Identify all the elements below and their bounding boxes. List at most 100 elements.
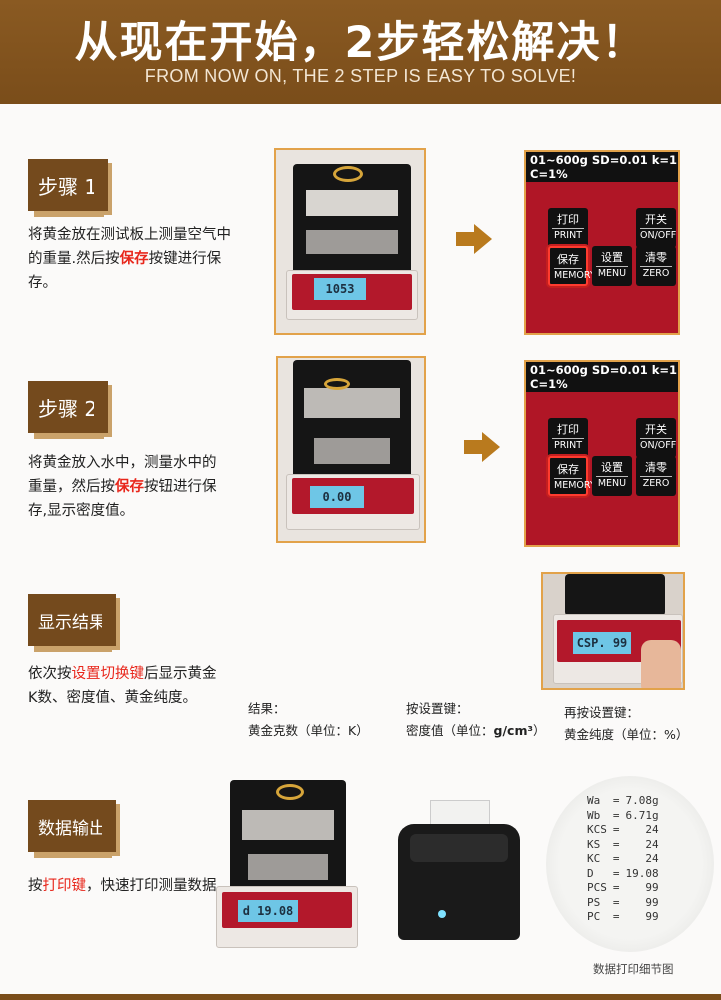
receipt-row: KS = 24 [584, 838, 662, 853]
receipt-equals: = [612, 881, 620, 894]
caption2-line2b: g/cm³ [493, 723, 533, 738]
receipt-equals: = [612, 910, 620, 923]
receipt-key: KCS [587, 823, 607, 836]
receipt-value: 19.08 [625, 866, 659, 880]
receipt-row: PC = 99 [584, 910, 662, 925]
result-lcd: CSP. 99 [573, 632, 631, 654]
receipt-row: Wb = 6.71g [584, 809, 662, 824]
step1-lcd: 1053 [314, 278, 366, 300]
step1-desc-text-a: 将黄金放在测试板上测量空气中的重量.然后按 [28, 227, 231, 267]
step2-balance-photo: 0.00 [276, 356, 426, 543]
page-title: 从现在开始，2步轻松解决！ [74, 18, 647, 68]
result-desc-highlight: 设置切换键 [71, 666, 145, 682]
printer-led-icon [438, 910, 446, 918]
output-desc-text-b: ，快速打印测量数据 [86, 878, 217, 894]
output-desc-highlight: 打印键 [42, 878, 87, 894]
result-badge-label: 显示结果 [38, 612, 106, 633]
header-banner: 从现在开始，2步轻松解决！ FROM NOW ON, THE 2 STEP IS… [0, 0, 721, 104]
step1-desc-highlight: 保存 [119, 251, 149, 267]
step2-description: 将黄金放入水中，测量水中的重量，然后按保存按钮进行保存,显示密度值。 [28, 451, 228, 523]
receipt-row: KC = 24 [584, 852, 662, 867]
output-balance-photo: d 19.08 [214, 778, 360, 954]
caption3-line1: 再按设置键： [564, 705, 640, 720]
receipt-equals: = [612, 852, 620, 865]
receipt-row: KCS = 24 [584, 823, 662, 838]
receipt-row: Wa = 7.08g [584, 794, 662, 809]
result-description: 依次按设置切换键后显示黄金K数、密度值、黄金纯度。 [28, 662, 218, 710]
result-desc-text-b: 后显示黄金K数、密度值、黄金纯度。 [28, 666, 217, 706]
step2-arrow-icon [464, 432, 500, 462]
caption2-line2a: 密度值（单位： [406, 723, 494, 738]
receipt-key: Wb [587, 808, 601, 822]
result-desc-text-a: 依次按 [28, 666, 72, 682]
receipt-equals: = [612, 794, 620, 807]
receipt-value: 99 [645, 910, 659, 923]
receipt-key: D [587, 866, 594, 880]
receipt-value: 99 [645, 881, 659, 894]
keypad-spec-bar-2: 01~600g SD=0.01 k=1 C=1% [526, 362, 678, 392]
step2-badge-label: 步骤 2 [38, 396, 98, 421]
caption1-line2: 黄金克数（单位：K） [248, 723, 369, 738]
receipt-key: PCS [587, 881, 607, 894]
step1-desc-text-b: 按键进行保存。 [28, 251, 222, 291]
output-description: 按打印键，快速打印测量数据 [28, 874, 218, 898]
step1-badge-label: 步骤 1 [38, 174, 98, 199]
result-balance-photo: CSP. 99 [541, 572, 685, 690]
step2-desc-text-b: 按钮进行保存,显示密度值。 [28, 479, 217, 519]
receipt-value: 7.08g [625, 794, 659, 807]
receipt-value: 99 [645, 895, 659, 909]
receipt-row: D = 19.08 [584, 867, 662, 882]
result-caption-1: 结果： 黄金克数（单位：K） [248, 698, 369, 742]
result-badge: 显示结果 [28, 594, 116, 646]
receipt-equals: = [612, 837, 620, 851]
receipt-key: Wa [587, 794, 601, 807]
receipt-row: PCS = 99 [584, 881, 662, 896]
receipt-equals: = [612, 823, 620, 836]
receipt-equals: = [612, 808, 620, 822]
step1-arrow-icon [456, 224, 492, 254]
caption2-line1: 按设置键： [406, 701, 469, 716]
output-lcd: d 19.08 [238, 900, 298, 922]
printer-image [398, 800, 520, 940]
step2-lcd: 0.00 [310, 486, 364, 508]
receipt-value: 24 [645, 852, 659, 865]
caption1-line1: 结果： [248, 701, 286, 716]
result-caption-3: 再按设置键： 黄金纯度（单位：%） [564, 702, 688, 746]
receipt-value: 24 [645, 837, 659, 851]
output-badge-label: 数据输出 [38, 818, 106, 839]
receipt-key: KS [587, 837, 601, 851]
output-badge: 数据输出 [28, 800, 116, 852]
keypad-spec-bar: 01~600g SD=0.01 k=1 C=1% [526, 152, 678, 182]
receipt-key: PC [587, 910, 601, 923]
receipt-key: KC [587, 852, 601, 865]
receipt-caption: 数据打印细节图 [593, 962, 674, 976]
step2-badge: 步骤 2 [28, 381, 108, 433]
step1-balance-photo: 1053 [274, 148, 426, 335]
caption3-line2: 黄金纯度（单位：%） [564, 727, 689, 742]
page-subtitle: FROM NOW ON, THE 2 STEP IS EASY TO SOLVE… [144, 66, 577, 86]
receipt-value: 6.71g [625, 808, 659, 822]
receipt-key: PS [587, 895, 601, 909]
bottom-border [0, 994, 721, 1000]
caption2-line2c: ） [532, 723, 546, 738]
step1-description: 将黄金放在测试板上测量空气中的重量.然后按保存按键进行保存。 [28, 223, 233, 295]
receipt-equals: = [612, 895, 620, 909]
receipt-equals: = [612, 866, 620, 880]
receipt-value: 24 [645, 823, 659, 836]
step2-desc-text-a: 将黄金放入水中，测量水中的重量，然后按 [28, 455, 217, 495]
receipt-row: PS = 99 [584, 896, 662, 911]
